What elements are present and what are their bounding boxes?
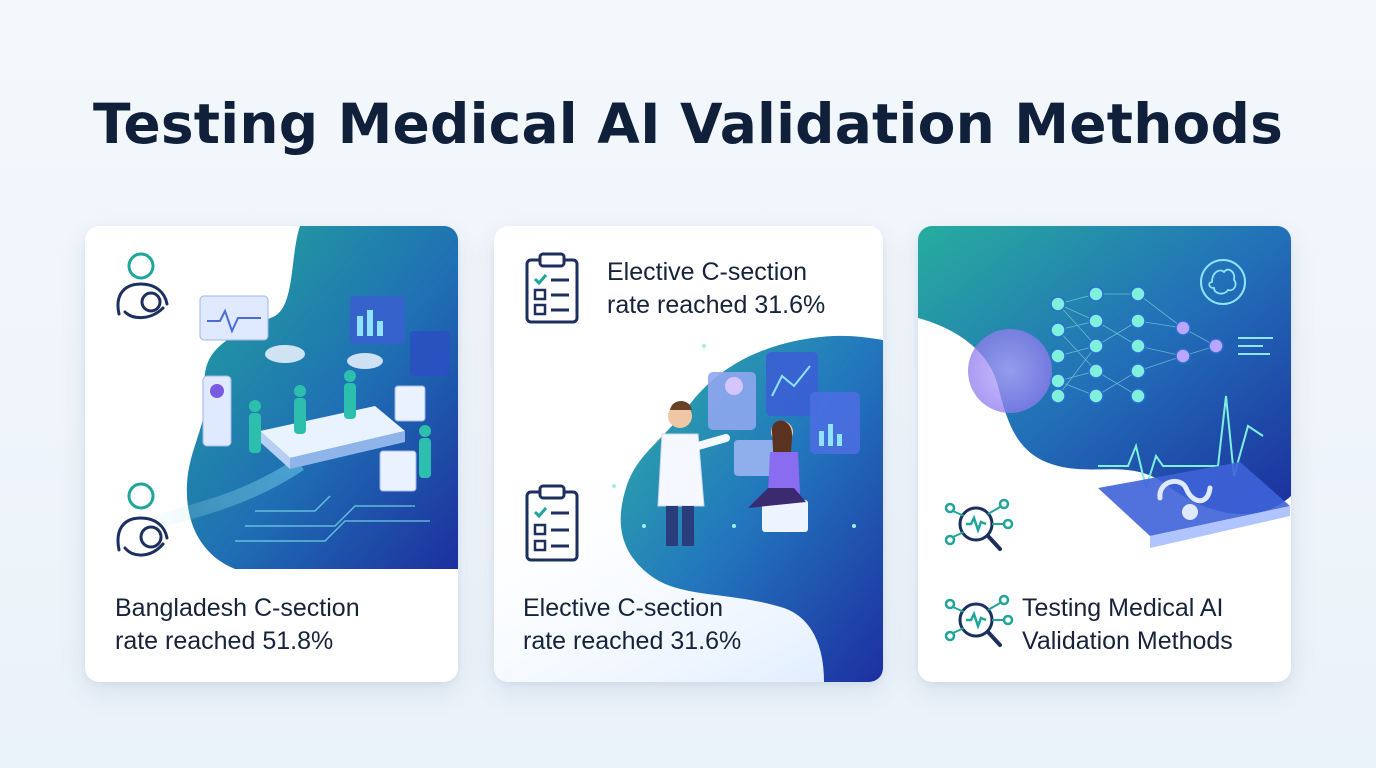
card-header-text: Elective C-section rate reached 31.6%	[607, 256, 825, 322]
caption-line: Testing Medical AI	[1022, 594, 1224, 622]
clipboard-checklist-icon	[525, 252, 579, 324]
caption-line: rate reached 51.8%	[115, 627, 334, 655]
card-caption: Elective C-section rate reached 31.6%	[523, 592, 741, 658]
page-title: Testing Medical AI Validation Methods	[92, 92, 1284, 156]
card-caption: Testing Medical AI Validation Methods	[1022, 592, 1233, 658]
card-elective-csection: Elective C-section rate reached 31.6% El…	[494, 226, 883, 682]
ai-magnifier-network-icon	[944, 594, 1014, 647]
caption-line: Elective C-section	[523, 594, 724, 622]
caption-line: Bangladesh C-section	[115, 594, 360, 622]
mother-baby-icon	[116, 482, 169, 557]
card-bangladesh-csection: Bangladesh C-section rate reached 51.8%	[85, 226, 458, 682]
operating-room-illustration	[153, 226, 458, 569]
caption-line: rate reached 31.6%	[523, 627, 742, 655]
header-line: rate reached 31.6%	[607, 291, 826, 319]
doctor-patient-illustration	[494, 335, 883, 682]
neural-network-illustration	[918, 226, 1291, 548]
clipboard-checklist-icon	[525, 484, 579, 562]
header-line: Elective C-section	[607, 258, 808, 286]
card-ai-validation: Testing Medical AI Validation Methods	[918, 226, 1291, 682]
mother-baby-icon	[116, 252, 169, 319]
card-caption: Bangladesh C-section rate reached 51.8%	[115, 592, 360, 658]
ai-magnifier-network-icon	[944, 498, 1014, 551]
caption-line: Validation Methods	[1022, 627, 1233, 655]
